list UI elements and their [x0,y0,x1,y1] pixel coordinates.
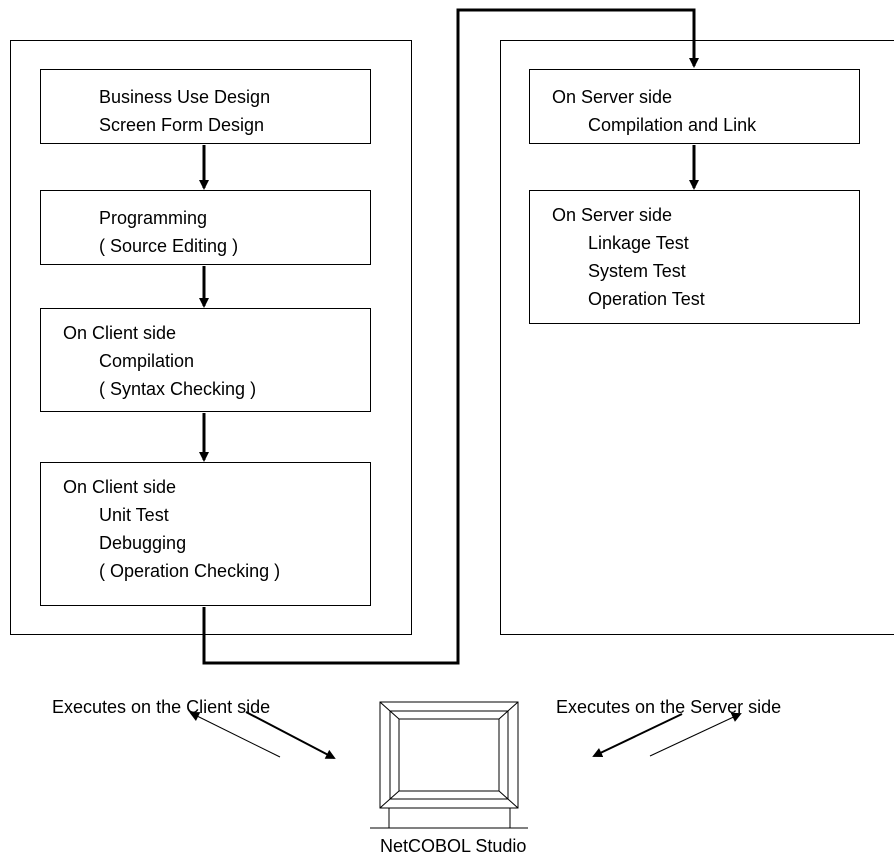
monitor-icon [370,701,528,829]
step-line: On Client side [63,323,177,343]
server-caption: Executes on the Server side [556,697,782,717]
step-line: ( Source Editing ) [99,236,239,256]
step-line: Compilation [99,351,195,371]
step-business-design: Business Use Design Screen Form Design [40,69,371,144]
step-server-compilation: On Server side Compilation and Link [529,69,860,144]
client-to-server-connector [202,8,699,665]
step-line: On Server side [552,205,673,225]
step-line: Business Use Design [99,87,271,107]
step-programming: Programming ( Source Editing ) [40,190,371,265]
step-line: Linkage Test [588,233,689,253]
step-line: On Server side [552,87,673,107]
step-line: Programming [99,208,208,228]
step-line: System Test [588,261,686,281]
step-line: ( Operation Checking ) [99,561,281,581]
step-client-unit-test: On Client side Unit Test Debugging ( Ope… [40,462,371,606]
step-line: Debugging [99,533,187,553]
server-interaction-arrow [592,713,683,758]
step-line: On Client side [63,477,177,497]
step-server-tests: On Server side Linkage Test System Test … [529,190,860,324]
client-interaction-arrow [189,712,281,758]
step-line: Screen Form Design [99,115,265,135]
client-caption: Executes on the Client side [52,697,271,717]
step-line: ( Syntax Checking ) [99,379,257,399]
step-line: Unit Test [99,505,169,525]
server-interaction-arrow [649,712,742,757]
client-interaction-arrow [245,711,336,759]
step-line: Compilation and Link [588,115,757,135]
studio-caption: NetCOBOL Studio [380,836,527,856]
step-client-compilation: On Client side Compilation ( Syntax Chec… [40,308,371,412]
step-line: Operation Test [588,289,705,309]
